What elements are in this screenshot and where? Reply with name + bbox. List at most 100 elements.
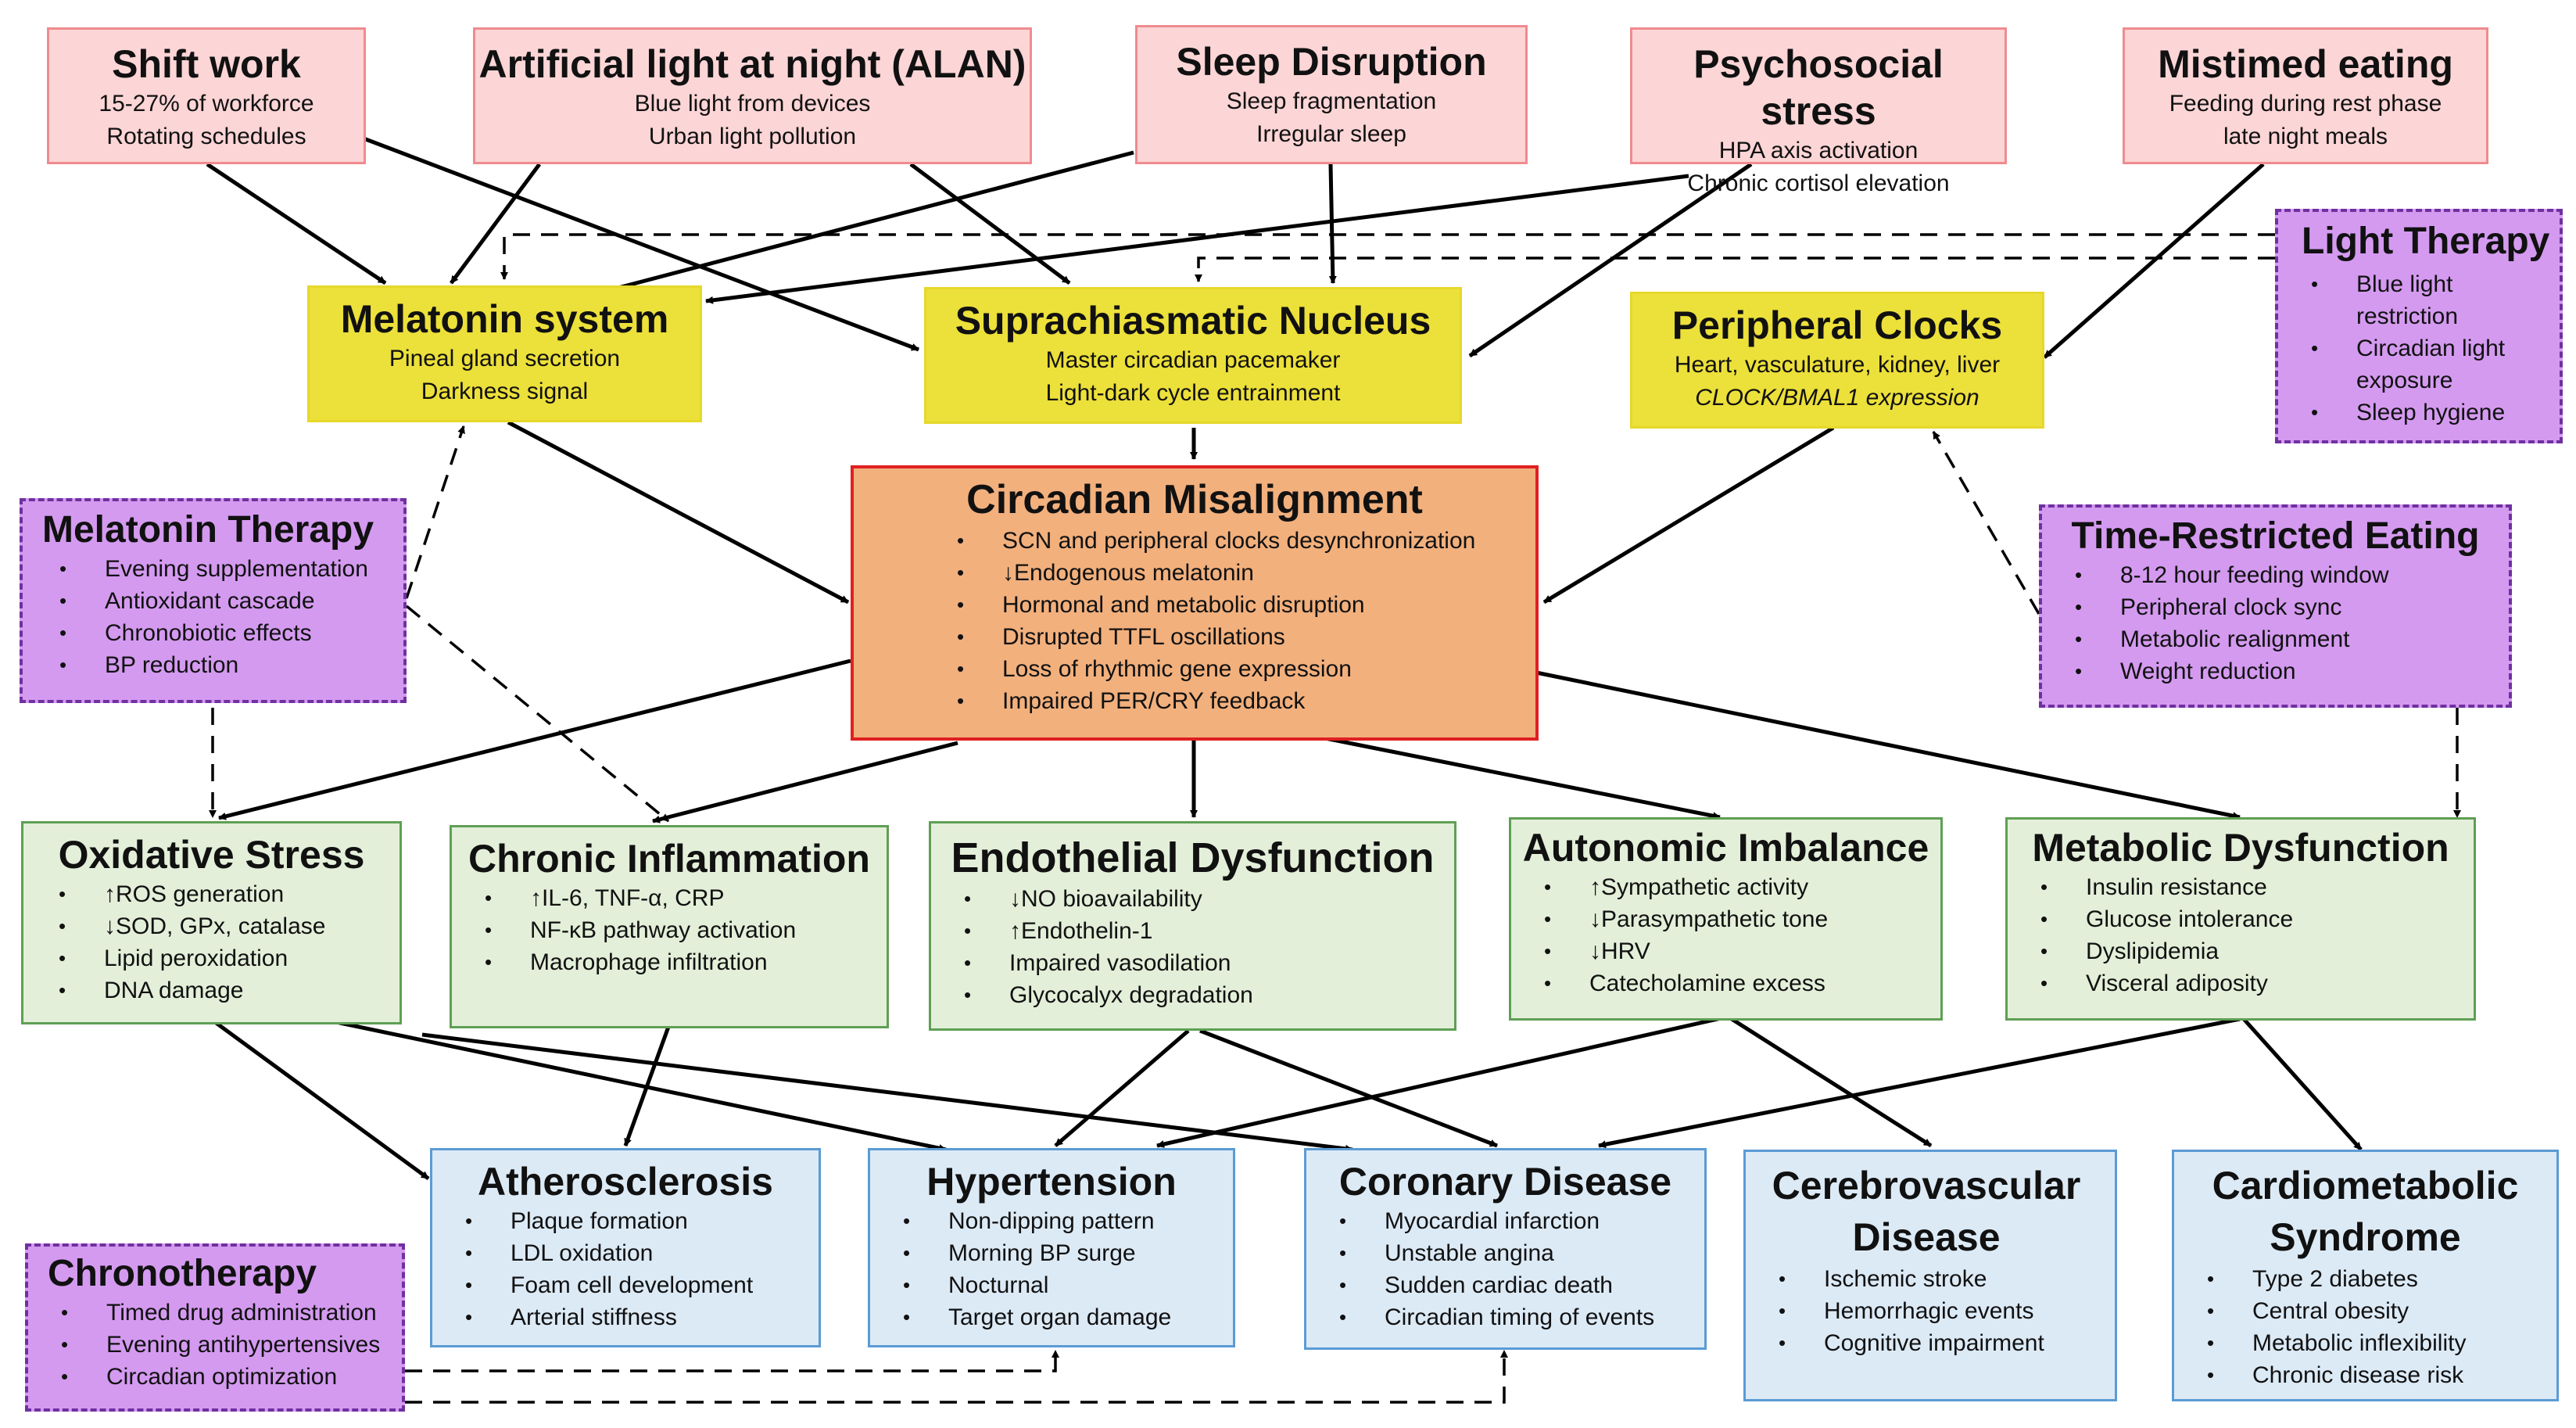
list-item: 8-12 hour feeding window	[2075, 559, 2509, 591]
cause-line: Sleep fragmentation	[1226, 88, 1437, 114]
arrow-inflammation-athero	[623, 1026, 671, 1146]
arrow-sleep-melatonin	[582, 150, 1134, 300]
arrow-chrono-coronary	[405, 1350, 1508, 1404]
list-item: Ischemic stroke	[1779, 1263, 2107, 1295]
therapy-title: Chronotherapy	[48, 1253, 317, 1294]
list-item: Circadian timing of events	[1339, 1301, 1704, 1333]
cause-line: 15-27% of workforce	[99, 91, 314, 117]
list-item: Hemorrhagic events	[1779, 1295, 2107, 1327]
cause-line: HPA axis activation	[1718, 138, 1919, 163]
list-item: Antioxidant cascade	[59, 585, 403, 617]
therapy-time-restricted-eating: Time-Restricted Eating 8-12 hour feeding…	[2039, 504, 2512, 708]
dashed-arrows	[209, 233, 2461, 1404]
list-item: Chronic disease risk	[2207, 1359, 2541, 1391]
list-item: LDL oxidation	[465, 1237, 819, 1269]
list-item: ↓HRV	[1544, 935, 1940, 967]
list-item: NF-κB pathway activation	[485, 914, 887, 946]
mechanism-title: Chronic Inflammation	[468, 837, 870, 881]
list-item: Unstable angina	[1339, 1237, 1704, 1269]
list-item: Metabolic realignment	[2075, 623, 2509, 655]
system-line: Pineal gland secretion	[389, 346, 621, 371]
list-item: BP reduction	[59, 649, 403, 681]
list-item: Central obesity	[2207, 1295, 2541, 1327]
list-item: ↓NO bioavailability	[964, 883, 1454, 915]
list-item: Non-dipping pattern	[903, 1205, 1233, 1237]
list-item: Visceral adiposity	[2040, 967, 2474, 999]
list-item: Evening antihypertensives	[61, 1329, 402, 1361]
arrow-oxidative-hypertension	[335, 1020, 947, 1153]
arrow-shift-melatonin	[206, 162, 387, 285]
list-item: Circadian optimization	[61, 1361, 402, 1393]
arrow-light-scn	[1195, 257, 2275, 282]
outcome-atherosclerosis: Atherosclerosis Plaque formation LDL oxi…	[430, 1148, 821, 1347]
solid-arrows	[206, 136, 2363, 1181]
outcome-title: Hypertension	[926, 1160, 1177, 1204]
list-item: Foam cell development	[465, 1269, 819, 1301]
arrow-tre-peripheral	[1932, 431, 2040, 615]
list-item: Glycocalyx degradation	[964, 979, 1454, 1011]
list-item: Type 2 diabetes	[2207, 1263, 2541, 1295]
arrow-central-inflammation	[652, 741, 958, 823]
arrow-eating-peripheral	[2043, 163, 2265, 359]
list-item: Sleep hygiene	[2311, 396, 2560, 429]
cause-line: Chronic cortisol elevation	[1687, 170, 1950, 196]
list-item: Chronobiotic effects	[59, 617, 403, 649]
list-item: Peripheral clock sync	[2075, 591, 2509, 623]
therapy-title: Melatonin Therapy	[42, 509, 374, 551]
outcome-title: Cerebrovascular Disease	[1772, 1164, 2081, 1259]
system-peripheral-clocks: Peripheral Clocks Heart, vasculature, ki…	[1630, 292, 2044, 429]
mechanism-oxidative-stress: Oxidative Stress ↑ROS generation ↓SOD, G…	[21, 821, 402, 1024]
outcome-title: Cardiometabolic Syndrome	[2212, 1164, 2519, 1259]
arrow-chrono-hypertension	[405, 1350, 1059, 1372]
mechanism-list: Insulin resistance Glucose intolerance D…	[2040, 871, 2474, 999]
system-title: Peripheral Clocks	[1671, 303, 2003, 347]
cause-line: late night meals	[2223, 124, 2388, 149]
outcome-cerebrovascular-disease: Cerebrovascular Disease Ischemic stroke …	[1743, 1150, 2117, 1401]
list-item: Lipid peroxidation	[59, 942, 399, 974]
therapy-melatonin: Melatonin Therapy Evening supplementatio…	[20, 498, 407, 703]
system-melatonin: Melatonin system Pineal gland secretion …	[307, 285, 702, 422]
list-item: ↓Endogenous melatonin	[957, 557, 1535, 589]
central-title: Circadian Misalignment	[966, 477, 1423, 522]
outcome-cardiometabolic-syndrome: Cardiometabolic Syndrome Type 2 diabetes…	[2172, 1150, 2559, 1401]
arrow-alan-melatonin	[449, 163, 542, 285]
outcome-list: Non-dipping pattern Morning BP surge Noc…	[903, 1205, 1233, 1333]
list-item: Cognitive impairment	[1779, 1327, 2107, 1359]
list-item: Loss of rhythmic gene expression	[957, 653, 1535, 685]
cause-alan: Artificial light at night (ALAN) Blue li…	[473, 27, 1032, 164]
list-item: Glucose intolerance	[2040, 903, 2474, 935]
outcome-title: Atherosclerosis	[478, 1160, 773, 1204]
circadian-misalignment: Circadian Misalignment SCN and periphera…	[851, 465, 1539, 741]
cause-line: Blue light from devices	[634, 91, 871, 117]
therapy-list: Evening supplementation Antioxidant casc…	[59, 553, 403, 681]
mechanism-list: ↑IL-6, TNF-α, CRP NF-κB pathway activati…	[485, 882, 887, 978]
list-item: ↑ROS generation	[59, 878, 399, 910]
outcome-list: Type 2 diabetes Central obesity Metaboli…	[2207, 1263, 2541, 1391]
list-item: Morning BP surge	[903, 1237, 1233, 1269]
cause-title: Sleep Disruption	[1176, 40, 1487, 84]
system-line: CLOCK/BMAL1 expression	[1695, 385, 1979, 411]
list-item: ↑Sympathetic activity	[1544, 871, 1940, 903]
mechanism-endothelial-dysfunction: Endothelial Dysfunction ↓NO bioavailabil…	[929, 821, 1456, 1031]
arrow-endothelial-coronary	[1199, 1028, 1498, 1148]
arrow-central-autonomic	[1320, 735, 1721, 820]
mechanism-list: ↓NO bioavailability ↑Endothelin-1 Impair…	[964, 883, 1454, 1011]
mechanism-title: Metabolic Dysfunction	[2032, 826, 2449, 870]
cause-mistimed-eating: Mistimed eating Feeding during rest phas…	[2123, 27, 2488, 164]
list-item: Evening supplementation	[59, 553, 403, 585]
arrow-metabolic-cardiometabolic	[2242, 1017, 2363, 1151]
cause-title: Shift work	[112, 42, 301, 86]
mechanism-list: ↑Sympathetic activity ↓Parasympathetic t…	[1544, 871, 1940, 999]
list-item: ↓SOD, GPx, catalase	[59, 910, 399, 942]
therapy-title: Light Therapy	[2302, 221, 2550, 262]
system-line: Light-dark cycle entrainment	[1045, 380, 1341, 406]
arrow-oxidative-coronary	[421, 1032, 1353, 1153]
mechanism-title: Endothelial Dysfunction	[951, 834, 1435, 881]
system-line: Master circadian pacemaker	[1045, 347, 1341, 373]
arrow-stress-melatonin	[705, 174, 1689, 304]
list-item: ↑IL-6, TNF-α, CRP	[485, 882, 887, 914]
list-item: Impaired vasodilation	[964, 947, 1454, 979]
list-item: Catecholamine excess	[1544, 967, 1940, 999]
cause-shift-work: Shift work 15-27% of workforce Rotating …	[47, 27, 366, 164]
